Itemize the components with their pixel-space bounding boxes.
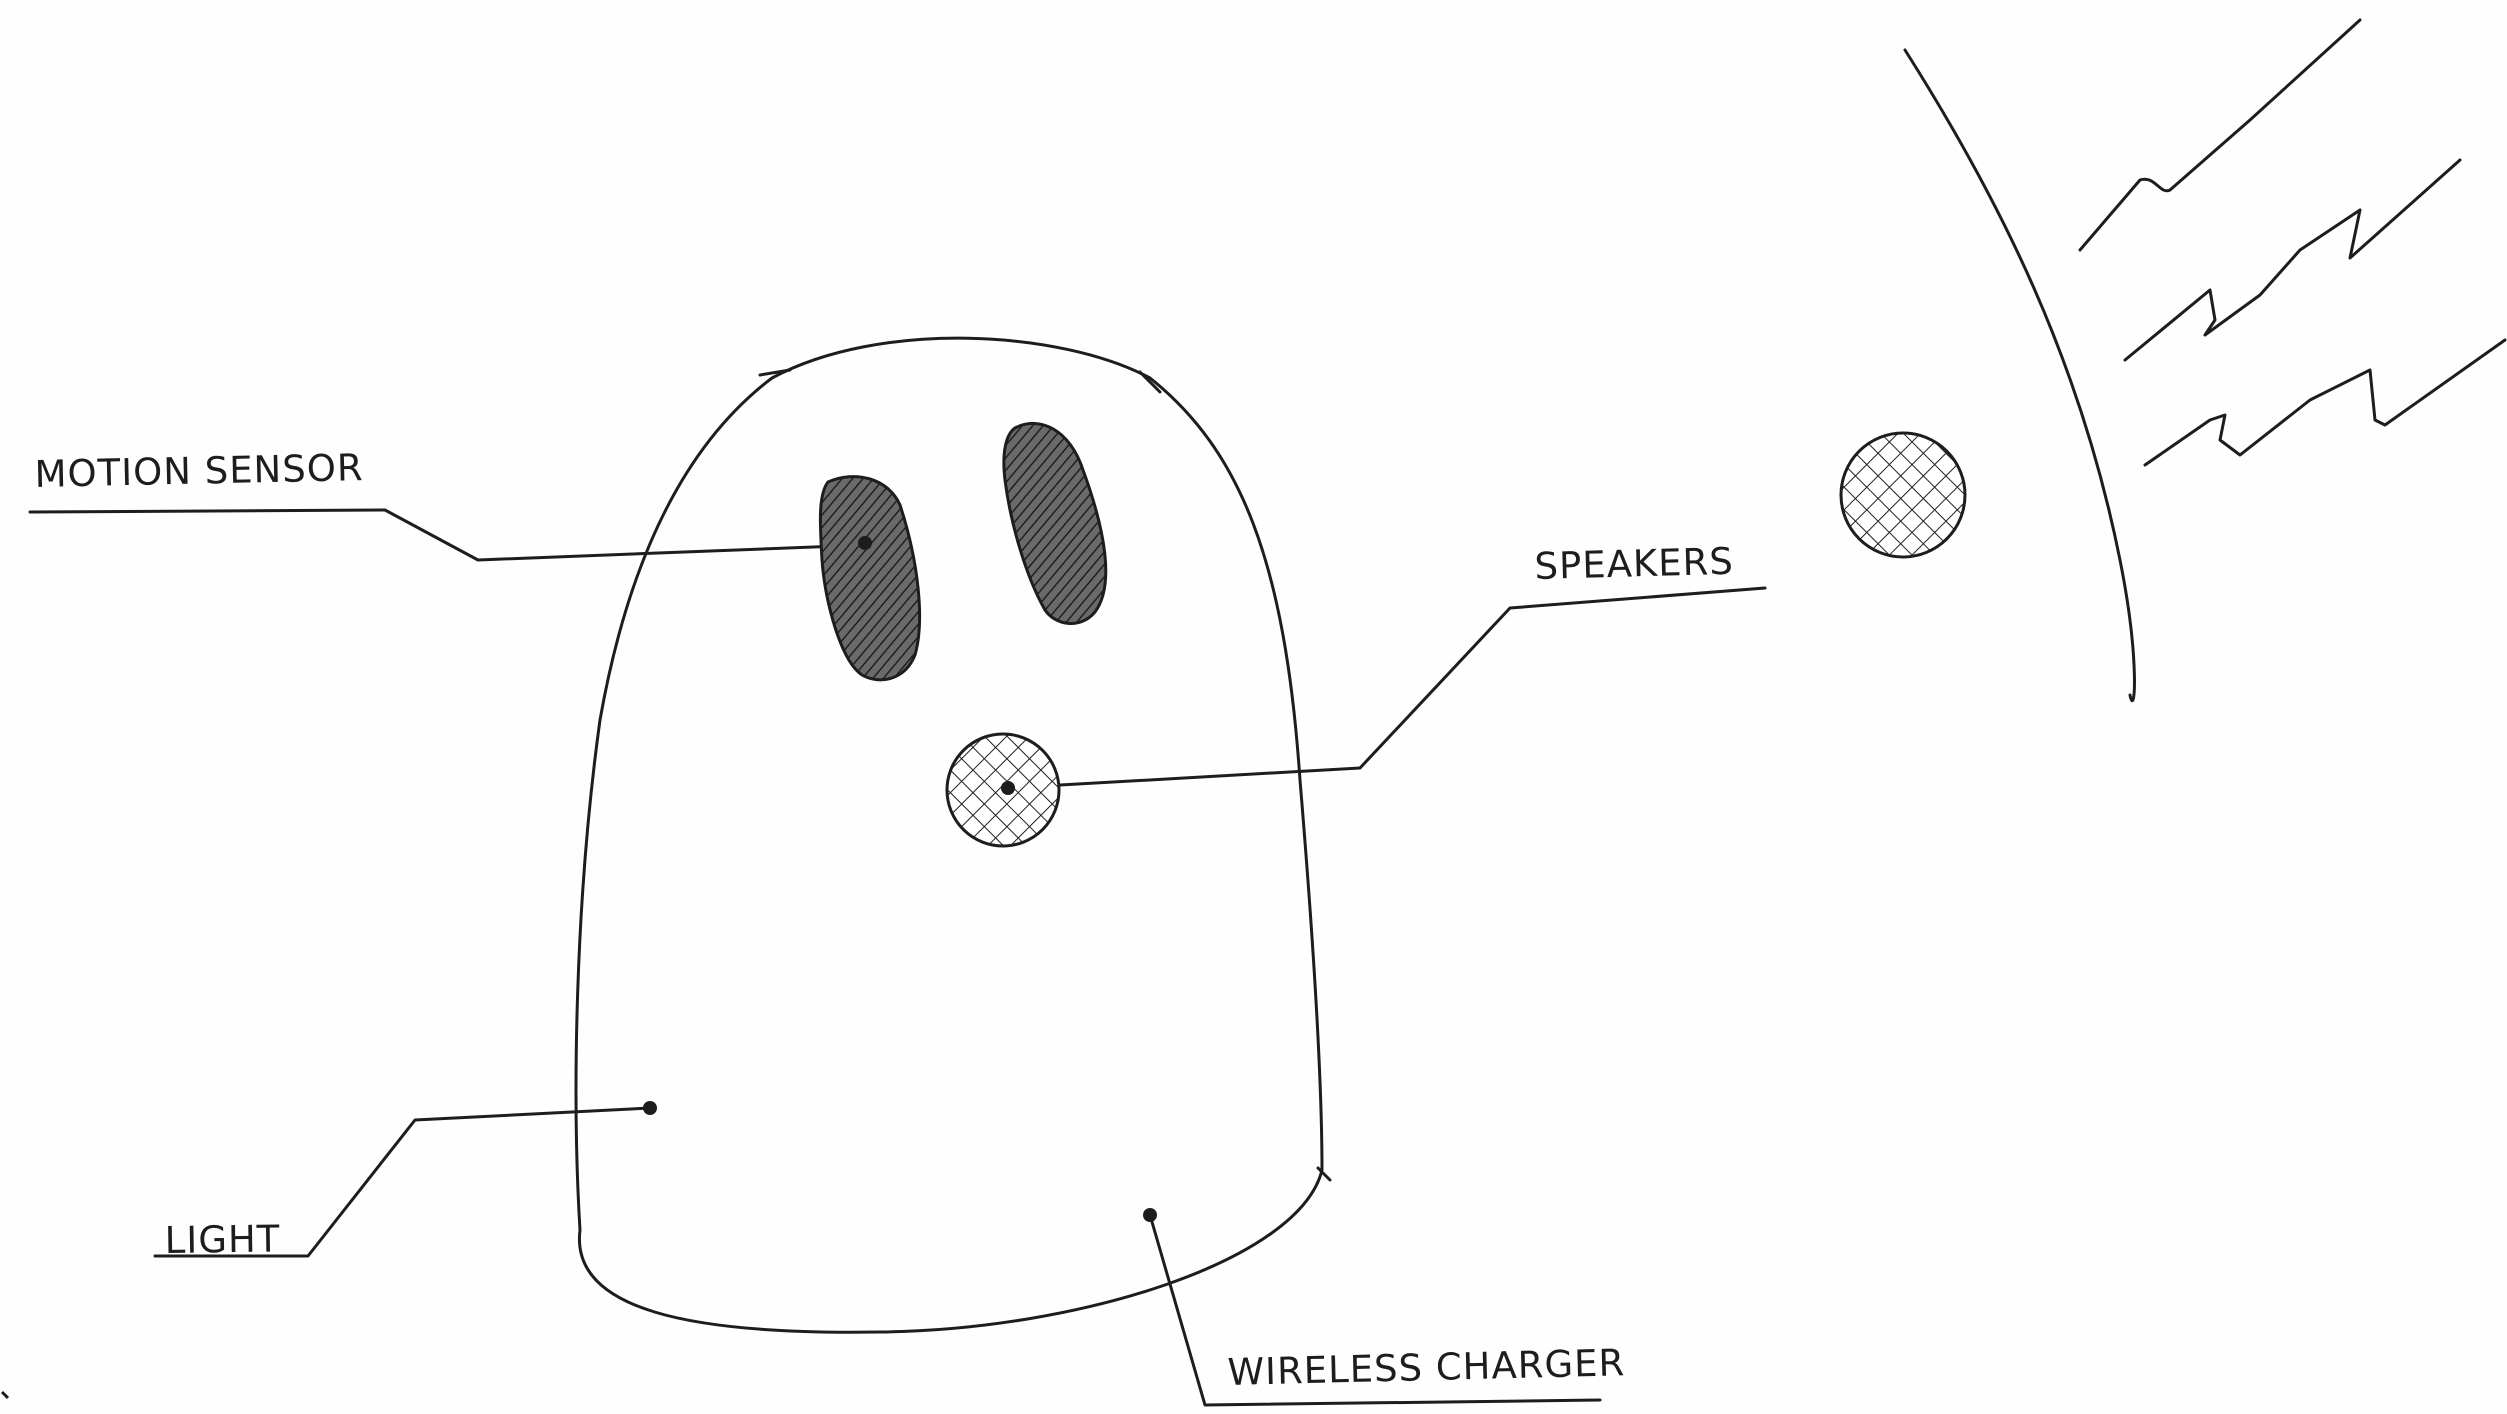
speaker-dot bbox=[1001, 781, 1015, 795]
light-dot bbox=[643, 1101, 657, 1115]
label-light: LIGHT bbox=[164, 1220, 280, 1259]
motion-sensor-left bbox=[820, 477, 919, 680]
signal-wave-3 bbox=[2145, 340, 2505, 465]
device-body-outline bbox=[576, 338, 1322, 1332]
wireless-charger-dot bbox=[1143, 1208, 1157, 1222]
label-motion-sensor: MOTION SENSOR bbox=[34, 449, 364, 493]
label-wireless-charger: WIRELESS CHARGER bbox=[1227, 1344, 1626, 1391]
wall-curve bbox=[1905, 50, 2134, 701]
motion-sensor-right bbox=[1004, 423, 1106, 623]
signal-wave-2 bbox=[2125, 160, 2460, 360]
label-speakers: SPEAKERS bbox=[1534, 543, 1734, 585]
signal-wave-1 bbox=[2080, 20, 2360, 250]
leader-motion-sensor bbox=[30, 510, 865, 560]
stray-mark bbox=[2, 1392, 8, 1398]
external-speaker-grille bbox=[1841, 433, 1965, 557]
motion-sensor-dot bbox=[858, 536, 872, 550]
leader-speakers bbox=[1008, 588, 1765, 788]
